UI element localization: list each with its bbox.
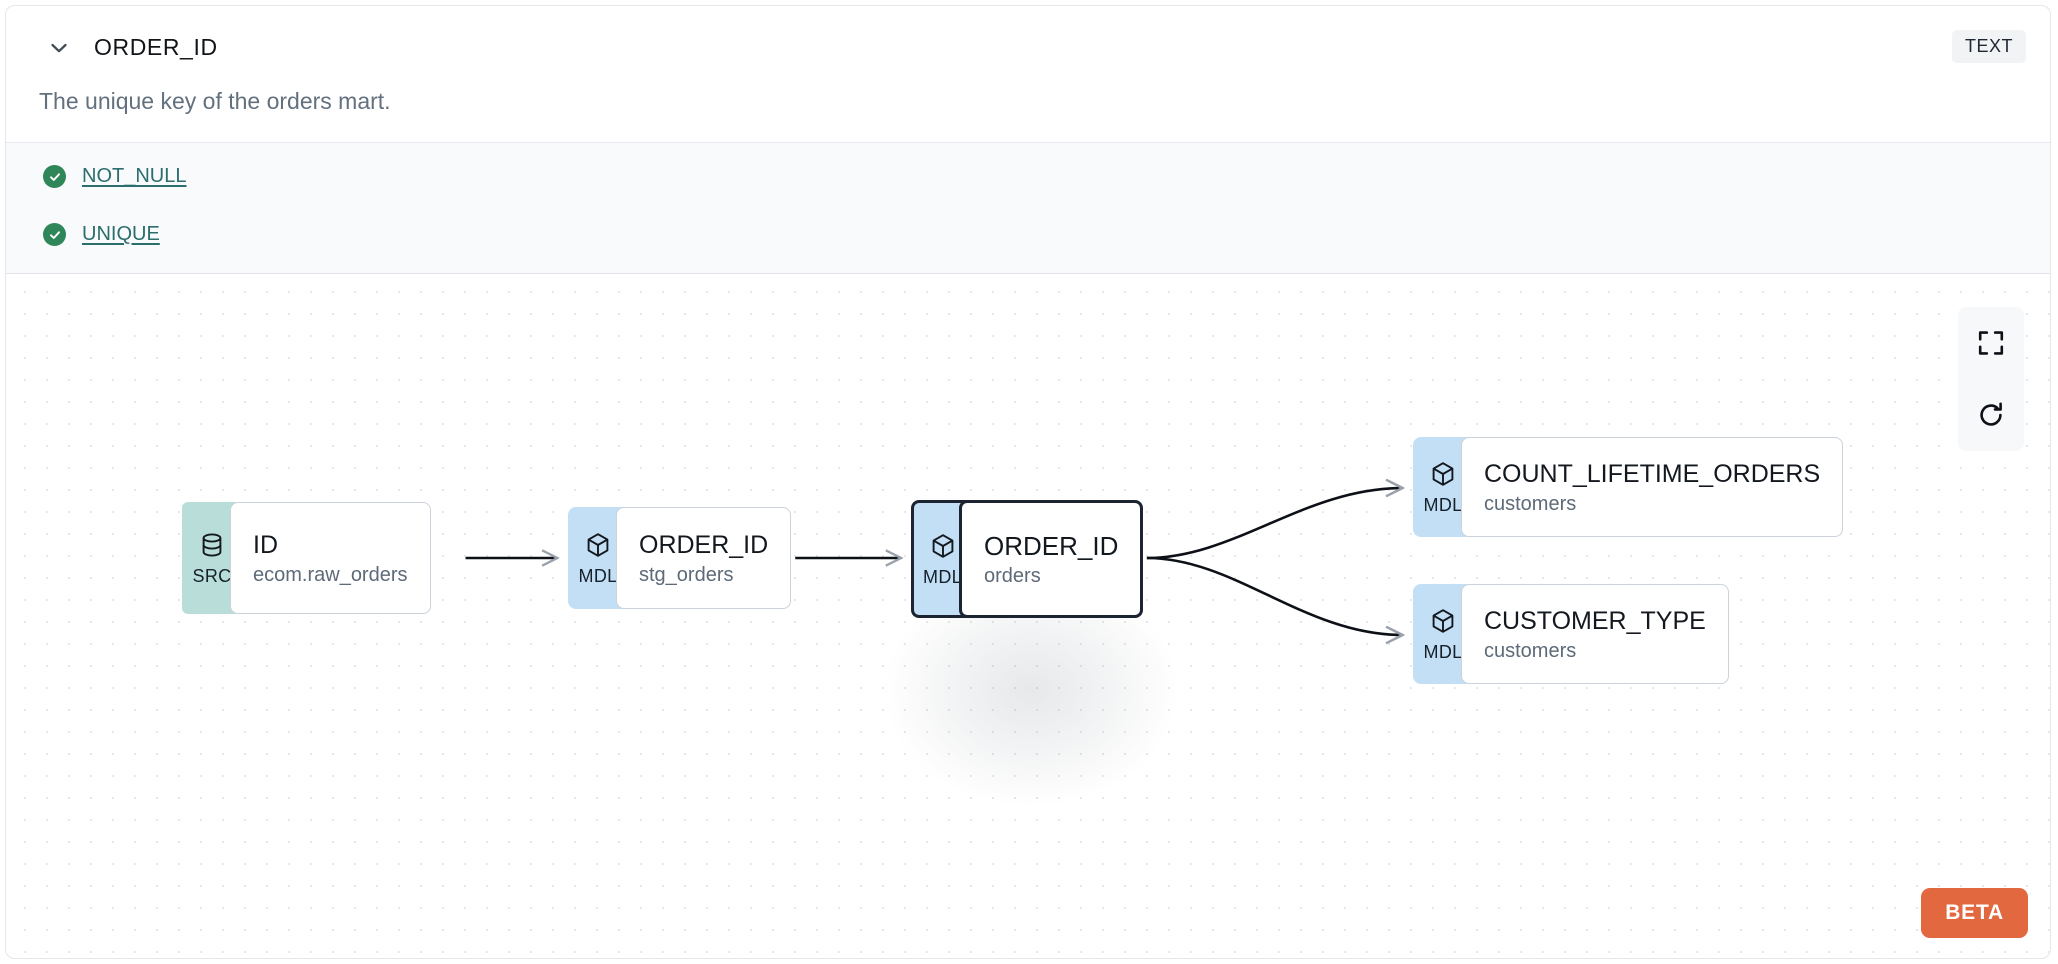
test-link-not-null[interactable]: NOT_NULL xyxy=(82,165,187,187)
test-link-unique[interactable]: UNIQUE xyxy=(82,223,160,245)
node-kind-label: MDL xyxy=(1423,494,1463,515)
node-kind-label: MDL xyxy=(923,566,962,587)
check-circle-icon xyxy=(43,165,66,188)
column-title-row: ORDER_ID xyxy=(46,34,218,61)
database-icon xyxy=(199,532,225,565)
node-column-name: COUNT_LIFETIME_ORDERS xyxy=(1484,460,1821,489)
column-description: The unique key of the orders mart. xyxy=(39,88,391,114)
test-row: UNIQUE xyxy=(43,223,160,246)
chevron-down-icon[interactable] xyxy=(46,35,72,61)
node-column-name: ORDER_ID xyxy=(984,530,1119,561)
node-body: CUSTOMER_TYPE customers xyxy=(1461,584,1729,684)
node-body: ORDER_ID orders xyxy=(959,500,1144,618)
cube-icon xyxy=(1430,608,1456,641)
test-row: NOT_NULL xyxy=(43,165,186,188)
lineage-node-src[interactable]: SRC ID ecom.raw_orders xyxy=(182,502,431,614)
lineage-node-count-lifetime-orders[interactable]: MDL COUNT_LIFETIME_ORDERS customers xyxy=(1413,437,1844,537)
fullscreen-icon xyxy=(1977,329,2005,357)
check-circle-icon xyxy=(43,223,66,246)
data-type-badge: TEXT xyxy=(1951,30,2026,63)
node-model-name: customers xyxy=(1484,639,1577,662)
node-column-name: CUSTOMER_TYPE xyxy=(1484,607,1706,636)
node-body: ORDER_ID stg_orders xyxy=(616,507,792,609)
panel-header: ORDER_ID TEXT The unique key of the orde… xyxy=(6,6,2050,142)
node-column-name: ID xyxy=(253,531,278,560)
edge-orders-to-count xyxy=(1146,488,1403,560)
cube-icon xyxy=(585,532,611,565)
node-body: COUNT_LIFETIME_ORDERS customers xyxy=(1461,437,1844,537)
node-model-name: ecom.raw_orders xyxy=(253,563,408,586)
lineage-node-orders[interactable]: MDL ORDER_ID orders xyxy=(911,500,1144,618)
tests-section: NOT_NULL UNIQUE xyxy=(6,142,2050,274)
node-body: ID ecom.raw_orders xyxy=(230,502,431,614)
node-model-name: stg_orders xyxy=(639,563,734,586)
cube-icon xyxy=(930,533,956,566)
node-column-name: ORDER_ID xyxy=(639,531,769,560)
canvas-controls xyxy=(1958,307,2024,451)
reset-button[interactable] xyxy=(1958,379,2024,451)
node-kind-label: MDL xyxy=(1423,641,1463,662)
beta-badge[interactable]: BETA xyxy=(1921,888,2028,938)
node-model-name: customers xyxy=(1484,492,1577,515)
node-kind-label: MDL xyxy=(578,565,618,586)
lineage-node-stg-orders[interactable]: MDL ORDER_ID stg_orders xyxy=(568,507,792,609)
node-kind-label: SRC xyxy=(192,565,232,586)
refresh-icon xyxy=(1977,401,2005,429)
lineage-canvas[interactable]: SRC ID ecom.raw_orders xyxy=(6,275,2050,958)
node-model-name: orders xyxy=(984,565,1041,588)
lineage-node-customer-type[interactable]: MDL CUSTOMER_TYPE customers xyxy=(1413,584,1729,684)
fit-view-button[interactable] xyxy=(1958,307,2024,379)
panel-card: ORDER_ID TEXT The unique key of the orde… xyxy=(5,5,2051,959)
page-title: ORDER_ID xyxy=(94,34,218,60)
cube-icon xyxy=(1430,461,1456,494)
edge-orders-to-customer-type xyxy=(1146,556,1403,635)
